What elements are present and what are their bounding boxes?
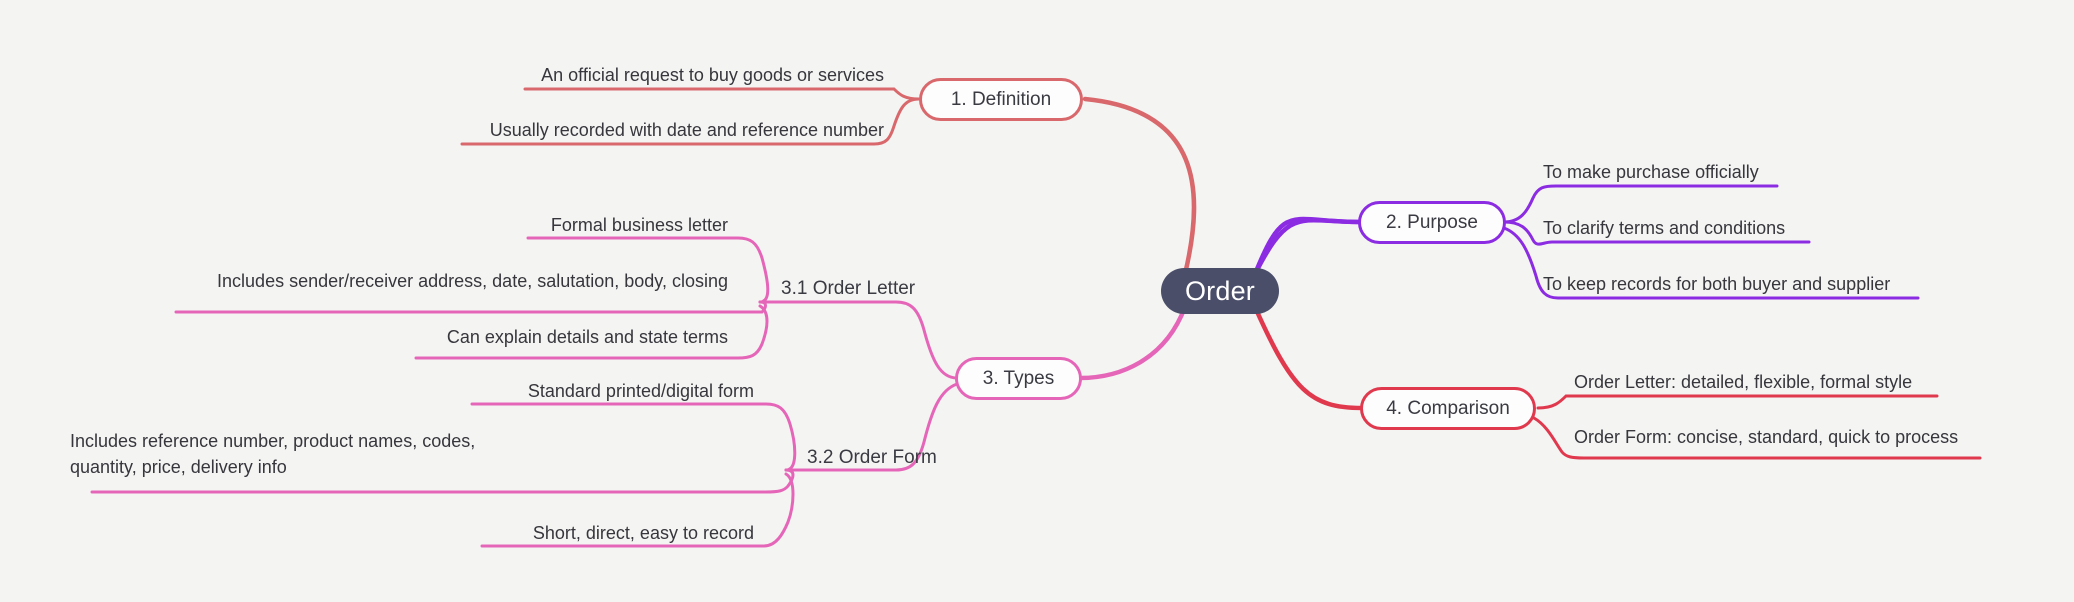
leaf-purpose-3[interactable]: To keep records for both buyer and suppl…	[1543, 274, 1891, 294]
leaf-order-form-1[interactable]: Standard printed/digital form	[527, 381, 754, 401]
branch-node-comparison[interactable]: 4. Comparison	[1360, 387, 1536, 430]
link-root-to-definition	[1082, 96, 1197, 277]
branch-node-purpose[interactable]: 2. Purpose	[1358, 201, 1506, 244]
branch-node-comparison-label: 4. Comparison	[1386, 397, 1510, 419]
branch-node-definition-label: 1. Definition	[950, 88, 1052, 110]
leaf-order-letter-1[interactable]: Formal business letter	[550, 215, 728, 235]
branch-node-definition[interactable]: 1. Definition	[919, 78, 1083, 121]
link-order-form-to-leaf-1	[470, 402, 797, 472]
branch-node-types[interactable]: 3. Types	[955, 357, 1082, 400]
leaf-purpose-2[interactable]: To clarify terms and conditions	[1543, 218, 1786, 238]
link-comparison-to-leaf-1	[1536, 394, 1939, 410]
link-root-to-purpose	[1252, 216, 1363, 277]
leaf-order-form-2[interactable]: Includes reference number, product names…	[70, 431, 476, 477]
branch-node-purpose-label: 2. Purpose	[1386, 211, 1478, 233]
leaf-definition-1[interactable]: An official request to buy goods or serv…	[541, 65, 884, 85]
leaf-purpose-1[interactable]: To make purchase officially	[1543, 162, 1759, 182]
leaf-order-letter-3[interactable]: Can explain details and state terms	[446, 327, 728, 347]
link-root-to-comparison	[1252, 304, 1365, 411]
link-root-to-types	[1077, 304, 1188, 381]
link-order-letter-to-leaf-2	[174, 300, 767, 314]
branch-node-types-label: 3. Types	[982, 367, 1055, 389]
root-node-label: Order	[1184, 275, 1256, 306]
subnode-order-form[interactable]: 3.2 Order Form	[807, 447, 937, 468]
link-root-to-purpose-b	[1252, 217, 1363, 277]
link-definition-to-leaf-1	[523, 87, 921, 101]
leaf-order-form-3[interactable]: Short, direct, easy to record	[532, 523, 754, 543]
leaf-comparison-1[interactable]: Order Letter: detailed, flexible, formal…	[1574, 372, 1913, 392]
link-types-to-order-letter	[758, 300, 959, 380]
leaf-order-letter-2[interactable]: Includes sender/receiver address, date, …	[217, 271, 728, 291]
subnode-order-letter[interactable]: 3.1 Order Letter	[781, 278, 916, 299]
leaf-comparison-2[interactable]: Order Form: concise, standard, quick to …	[1574, 427, 1959, 447]
leaf-definition-2[interactable]: Usually recorded with date and reference…	[489, 120, 884, 140]
root-node-order[interactable]: Order	[1161, 268, 1279, 314]
